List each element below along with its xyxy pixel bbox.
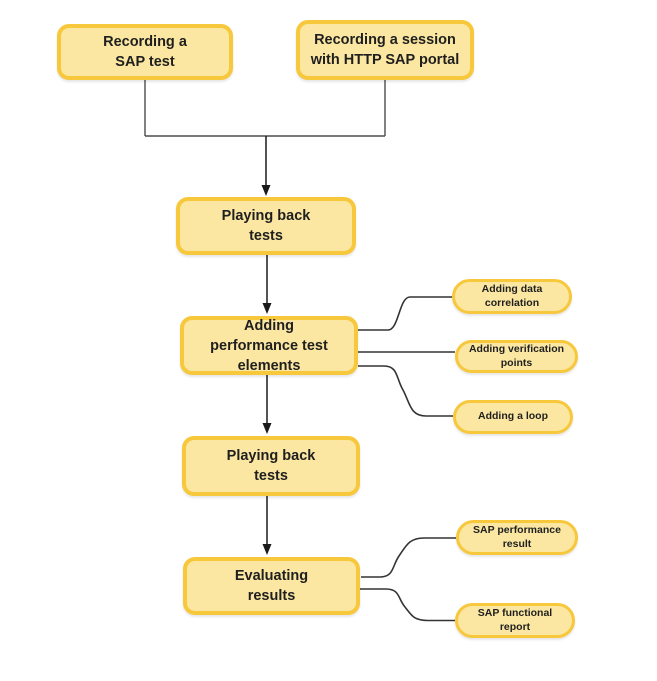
- flow-node-playing-back-tests-1: Playing back tests: [176, 197, 356, 255]
- flow-node-recording-session: Recording a session with HTTP SAP portal: [296, 20, 474, 80]
- callout-sap-functional-report: SAP functional report: [455, 603, 575, 638]
- connector-sap-functional-report: [360, 588, 455, 622]
- connector-adding-a-loop: [358, 365, 453, 417]
- callout-adding-a-loop: Adding a loop: [453, 400, 573, 434]
- callout-adding-verification-points: Adding verification points: [455, 340, 578, 373]
- arrowhead-to-adding-elements: [262, 303, 272, 314]
- flow-node-playing-back-tests-2: Playing back tests: [182, 436, 360, 496]
- connector-sap-performance-result: [361, 537, 456, 578]
- arrowhead-to-playing-back-1: [261, 185, 271, 196]
- flow-node-recording-sap-test: Recording a SAP test: [57, 24, 233, 80]
- callout-sap-performance-result: SAP performance result: [456, 520, 578, 555]
- flow-node-evaluating-results: Evaluating results: [183, 557, 360, 615]
- callout-adding-data-correlation: Adding data correlation: [452, 279, 572, 314]
- arrowhead-to-playing-back-2: [262, 423, 272, 434]
- connector-adding-data-correlation: [358, 296, 452, 331]
- flow-node-adding-performance-test-elements: Adding performance test elements: [180, 316, 358, 375]
- arrowhead-to-evaluating-results: [262, 544, 272, 555]
